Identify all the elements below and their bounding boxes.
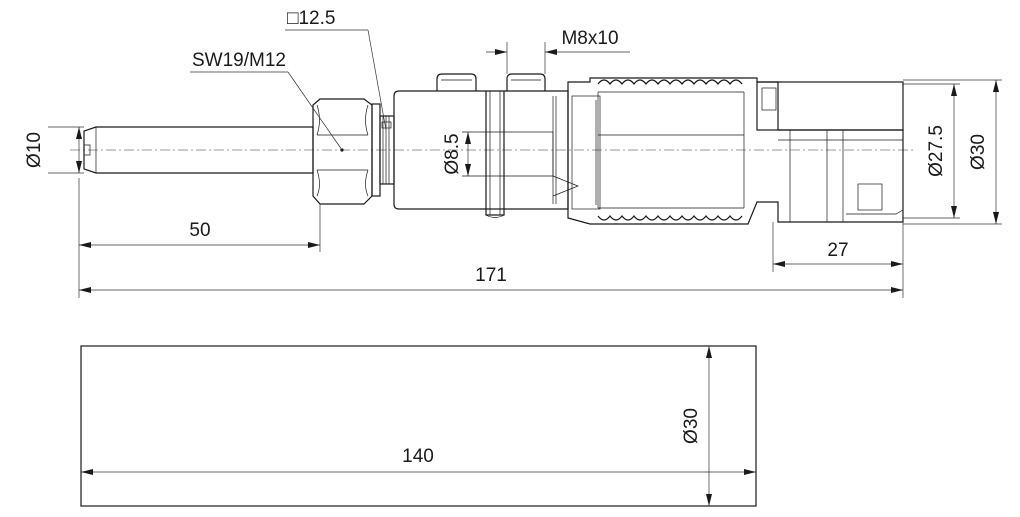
- hex-nut: [312, 98, 373, 205]
- dim-thread-label: M8x10: [561, 28, 618, 49]
- dim-len171: 171: [79, 222, 904, 298]
- dim-dia27-5: Ø27.5: [903, 83, 960, 219]
- dim-len50: 50: [78, 178, 321, 298]
- dim-dia8-5-label: Ø8.5: [442, 133, 463, 174]
- dim-dia10: Ø10: [24, 126, 84, 174]
- dim-len27: 27: [772, 222, 903, 272]
- dim-dia8-5: Ø8.5: [442, 132, 471, 176]
- dim-len140: 140: [81, 446, 756, 475]
- dim-square: □12.5: [285, 8, 387, 131]
- dim-square-label: □12.5: [287, 8, 335, 29]
- main-body: [393, 73, 579, 218]
- sleeve-body: [80, 345, 757, 507]
- top-view: Ø10 50 171 27 Ø27.5: [24, 8, 1002, 298]
- dim-dia27-5-label: Ø27.5: [926, 125, 947, 177]
- square-neck: [371, 103, 395, 197]
- bottom-view: 140 Ø30: [80, 345, 757, 507]
- cable-gland: [567, 77, 904, 225]
- dim-len171-label: 171: [475, 265, 507, 286]
- dim-wrench-label: SW19/M12: [192, 50, 286, 71]
- dim-len140-label: 140: [402, 446, 434, 467]
- dim-sleeve-dia30: Ø30: [681, 346, 712, 506]
- dim-dia10-label: Ø10: [24, 132, 45, 168]
- dim-sleeve-dia30-label: Ø30: [681, 408, 702, 444]
- dim-wrench: SW19/M12: [190, 50, 343, 151]
- dim-dia30: Ø30: [903, 79, 1002, 225]
- dim-len50-label: 50: [189, 220, 210, 241]
- dim-dia30-label: Ø30: [968, 134, 989, 170]
- dim-thread: M8x10: [486, 28, 630, 74]
- dim-len27-label: 27: [827, 240, 848, 261]
